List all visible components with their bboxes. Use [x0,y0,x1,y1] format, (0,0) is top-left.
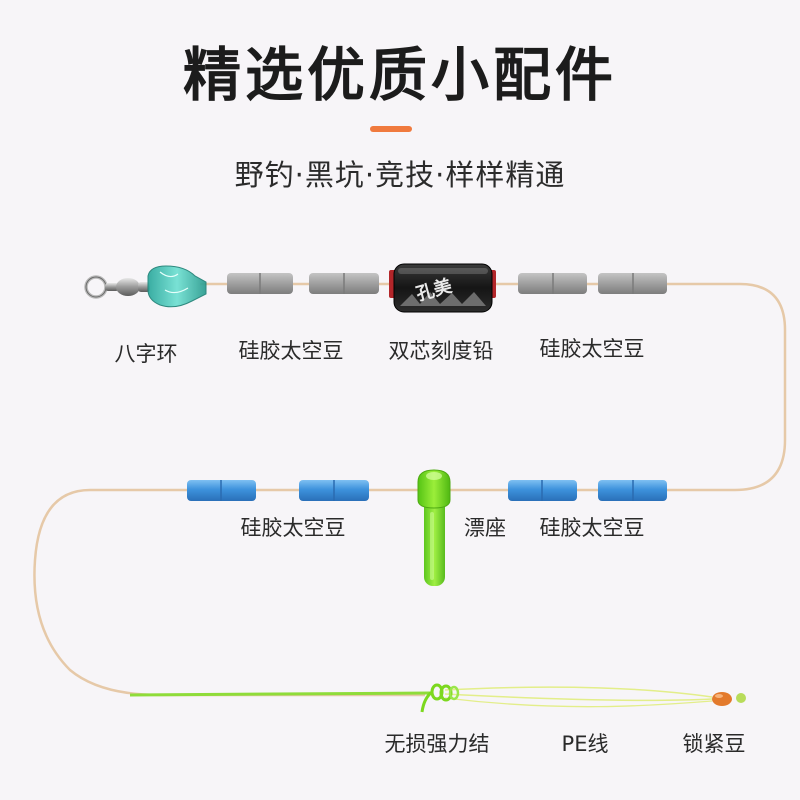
swivel-icon [84,275,150,299]
label-swivel: 八字环 [114,342,178,366]
label-knot: 无损强力结 [384,732,490,756]
lock-bead-icon [712,692,746,706]
page-subtitle: 野钓·黑坑·竞技·样样精通 [234,158,566,192]
label-beads-top-right: 硅胶太空豆 [539,337,645,361]
label-pe-line: PE线 [561,732,609,756]
label-lead: 双芯刻度铅 [388,339,494,363]
crystal-bead-icon [147,265,207,308]
label-float-seat: 漂座 [464,516,506,540]
pe-line [129,686,713,708]
gray-beads-top-left [227,273,379,294]
label-beads-top-left: 硅胶太空豆 [238,339,344,363]
float-seat-icon [417,469,451,586]
label-beads-mid-right: 硅胶太空豆 [539,516,645,540]
label-lock-bead: 锁紧豆 [682,732,746,756]
gray-beads-top-right [518,273,667,294]
blue-beads-mid-right [508,480,667,501]
label-beads-mid-left: 硅胶太空豆 [240,516,346,540]
page-title: 精选优质小配件 [182,41,617,109]
lead-weight-icon: 孔美 [389,263,496,313]
title-accent-bar [370,126,412,132]
fishing-line [33,282,787,697]
knot-icon [420,683,460,713]
blue-beads-mid-left [187,480,369,501]
